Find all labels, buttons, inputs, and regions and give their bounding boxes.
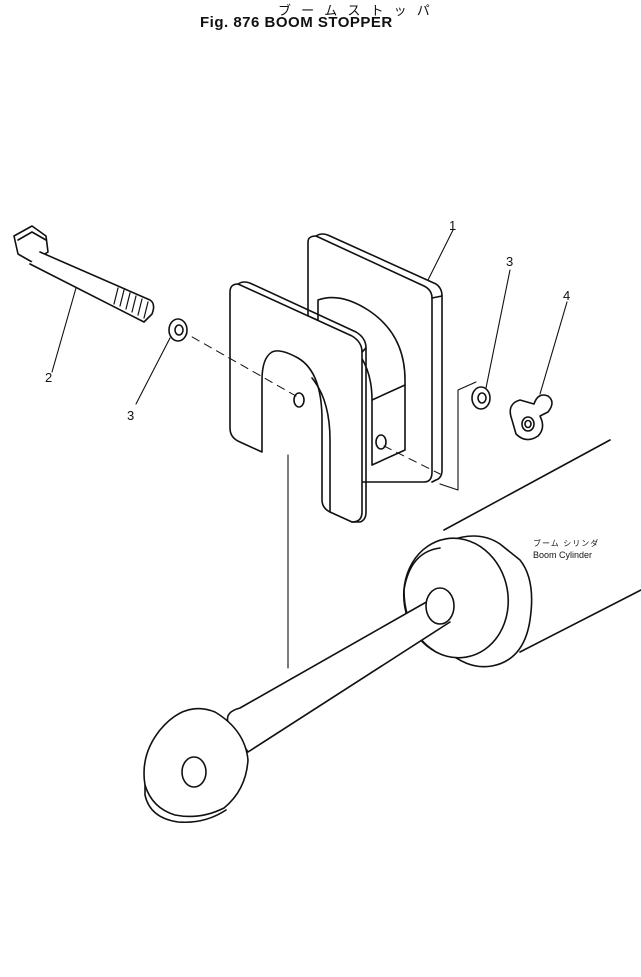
leader-line-3-left <box>135 337 171 405</box>
leader-line-2 <box>51 287 77 373</box>
figure-title: Fig. 876 BOOM STOPPER <box>200 14 393 31</box>
callout-1: 1 <box>449 218 456 233</box>
stopper-front-bracket <box>229 281 367 523</box>
bracket-bolt-hole <box>293 392 305 408</box>
callout-4: 4 <box>563 288 570 303</box>
hardware-guide-line <box>439 381 477 491</box>
plate-bolt-hole <box>375 434 387 450</box>
assembly-axis-left <box>179 329 297 397</box>
cylinder-label-japanese: ブーム シリンダ <box>533 538 599 548</box>
callout-3-right: 3 <box>506 254 513 269</box>
leader-line-4 <box>539 301 568 395</box>
leader-line-1 <box>427 229 454 281</box>
leader-line-3-right <box>485 269 511 389</box>
callout-3-left: 3 <box>127 408 134 423</box>
bolt <box>13 225 155 323</box>
callout-2: 2 <box>45 370 52 385</box>
wing-nut <box>509 394 553 441</box>
washer-right <box>471 386 491 410</box>
title-japanese: ブ ー ム ス ト ッ パ <box>278 4 433 19</box>
cylinder-label: Boom Cylinder <box>533 550 592 560</box>
assembly-axis-right <box>383 445 441 475</box>
boom-cylinder <box>143 439 641 824</box>
washer-left <box>168 318 188 342</box>
